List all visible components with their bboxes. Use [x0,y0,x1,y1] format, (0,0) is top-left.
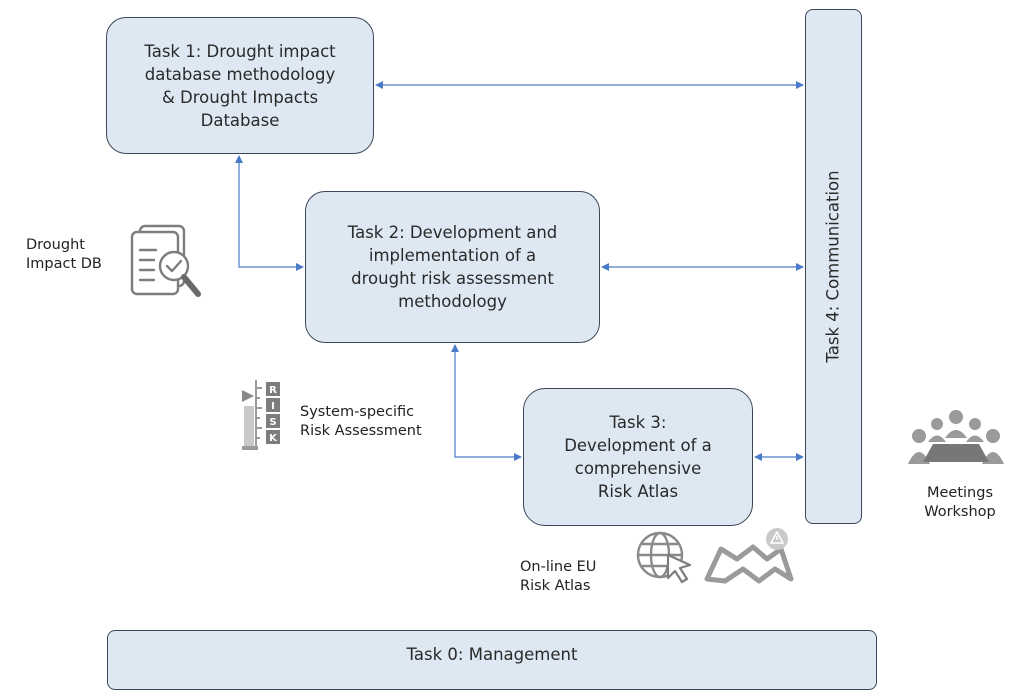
clipboard-magnifier-icon [130,224,201,297]
task1-box: Task 1: Drought impact database methodol… [106,17,374,154]
system-specific-risk-label: System-specific Risk Assessment [300,404,422,439]
arrow-task2-task3 [451,344,522,461]
svg-text:K: K [269,433,278,444]
map-warning-icon [704,528,794,584]
task3-box: Task 3: Development of a comprehensive R… [523,388,753,526]
svg-text:I: I [271,401,275,412]
task1-text: Task 1: Drought impact database methodol… [144,41,336,130]
drought-impact-db-label: Drought Impact DB [26,237,102,272]
svg-text:R: R [269,385,277,396]
meeting-people-icon [908,410,1004,464]
svg-text:S: S [269,417,276,428]
task0-box: Task 0: Management [107,630,877,690]
arrow-task1-task2 [235,155,304,271]
task2-text: Task 2: Development and implementation o… [347,223,558,311]
task2-box: Task 2: Development and implementation o… [305,191,600,343]
connector-arrows [235,81,804,461]
task3-text: Task 3: Development of a comprehensive R… [564,413,712,501]
task4-box: Task 4: Communication [805,9,862,524]
globe-cursor-icon [636,531,692,584]
online-eu-risk-atlas-label: On-line EU Risk Atlas [520,559,597,594]
meetings-workshop-label: Meetings Workshop [924,485,996,520]
task0-text: Task 0: Management [406,645,578,664]
task4-text: Task 4: Communication [824,170,843,363]
